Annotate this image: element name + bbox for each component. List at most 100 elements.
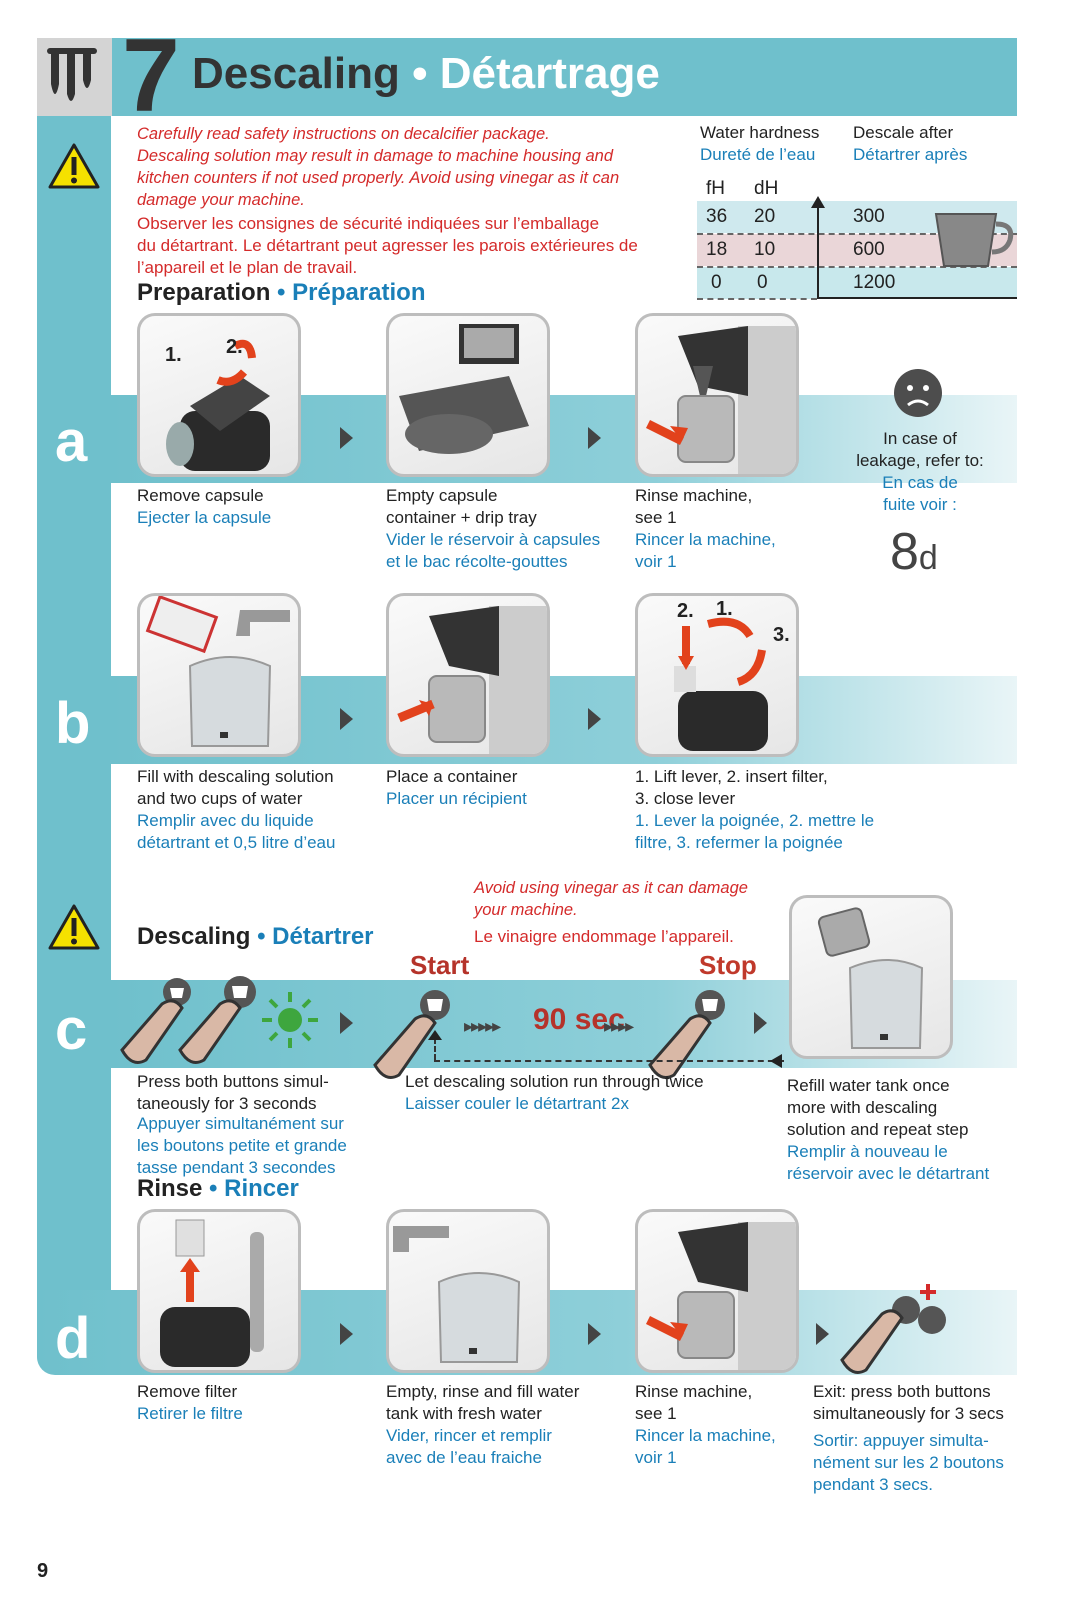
step-b1-en-line: and two cups of water	[137, 789, 303, 808]
leak-en: In case of leakage, refer to:	[840, 428, 1000, 472]
axis-arrow-icon	[811, 196, 825, 208]
step-c3-fr: Remplir à nouveau le réservoir avec le d…	[787, 1141, 989, 1185]
step-d3-fr-line: Rincer la machine,	[635, 1426, 776, 1445]
col-descale-after-fr: Détartrer après	[853, 145, 968, 164]
section-preparation-en: Preparation	[137, 279, 271, 306]
vinegar-warning-en: Avoid using vinegar as it can damage you…	[474, 877, 748, 921]
step-a1-en: Remove capsule	[137, 486, 264, 505]
repeat-arrow-icon	[428, 1030, 442, 1040]
warning-fr: Observer les consignes de sécurité indiq…	[137, 213, 682, 279]
arrow-right-icon	[340, 708, 353, 730]
stop-label: Stop	[699, 950, 757, 980]
step-b3-fr: 1. Lever la poignée, 2. mettre le filtre…	[635, 810, 874, 854]
table-divider	[697, 266, 1017, 268]
warning-en-line: Descaling solution may result in damage …	[137, 147, 614, 165]
step-d2-en-line: Empty, rinse and fill water	[386, 1382, 580, 1401]
warning-en: Carefully read safety instructions on de…	[137, 123, 682, 211]
arrow-right-icon	[340, 1323, 353, 1345]
step-c3-en-line: solution and repeat step	[787, 1120, 969, 1139]
section-separator: •	[277, 279, 286, 306]
step-d4-en-line: Exit: press both buttons	[813, 1382, 991, 1401]
chapter-number: 7	[122, 18, 180, 134]
step-a2-fr-line: et le bac récolte-gouttes	[386, 552, 568, 571]
table-row: 20	[754, 206, 776, 227]
title-fr: Détartrage	[439, 49, 660, 98]
section-rinse-fr: Rincer	[224, 1175, 299, 1202]
leak-en-line: In case of	[883, 429, 957, 448]
step-b3-en-line: 3. close lever	[635, 789, 736, 808]
row-letter-a: a	[55, 409, 88, 474]
col-descale-after-en: Descale after	[853, 123, 954, 142]
warning-fr-line: du détartrant. Le détartrant peut agress…	[137, 236, 638, 255]
finger-press-icon	[832, 1280, 952, 1385]
step-a3-fr-line: voir 1	[635, 552, 677, 571]
arrow-right-icon	[340, 427, 353, 449]
step-a3-en-line: see 1	[635, 508, 677, 527]
photo-remove-capsule	[137, 313, 301, 477]
step-c2-en: Let descaling solution run through twice	[405, 1072, 704, 1091]
step-number: 1.	[165, 344, 182, 366]
step-d4-fr: Sortir: appuyer simulta- nément sur les …	[813, 1430, 1004, 1496]
photo-rinse-machine-2	[635, 1209, 799, 1373]
table-row: 0	[757, 272, 768, 293]
step-b3-en-line: 1. Lift lever, 2. insert filter,	[635, 767, 828, 786]
step-c1-en-line: Press both buttons simul-	[137, 1072, 329, 1091]
step-d4-fr-line: nément sur les 2 boutons	[813, 1453, 1004, 1472]
step-a3-en: Rinse machine, see 1	[635, 485, 752, 529]
vinegar-en-line: your machine.	[474, 901, 578, 919]
row-letter-d: d	[55, 1306, 91, 1371]
sad-face-icon	[892, 367, 944, 424]
step-b1-en-line: Fill with descaling solution	[137, 767, 334, 786]
step-d3-en-line: Rinse machine,	[635, 1382, 753, 1401]
table-row: 0	[711, 272, 722, 293]
duration-label: 90 sec	[533, 1003, 625, 1036]
section-descaling-en: Descaling	[137, 923, 251, 950]
descaling-icon	[45, 44, 100, 110]
section-descaling-fr: Détartrer	[272, 923, 374, 950]
photo-empty-rinse-tank	[386, 1209, 550, 1373]
step-c3-fr-line: réservoir avec le détartrant	[787, 1164, 990, 1183]
title-en: Descaling	[192, 49, 400, 98]
left-cutout-1	[111, 116, 131, 395]
table-row: 1200	[853, 272, 896, 293]
step-b1-en: Fill with descaling solution and two cup…	[137, 766, 334, 810]
leak-ref-number: 8	[890, 523, 919, 581]
step-a2-en-line: Empty capsule	[386, 486, 498, 505]
photo-remove-filter	[137, 1209, 301, 1373]
arrow-right-icon	[588, 708, 601, 730]
step-c3-en: Refill water tank once more with descali…	[787, 1075, 968, 1141]
step-c3-en-line: more with descaling	[787, 1098, 938, 1117]
arrow-right-icon	[588, 427, 601, 449]
col-water-hardness-en: Water hardness	[700, 123, 820, 142]
photo-rinse-machine	[635, 313, 799, 477]
step-a1-fr: Ejecter la capsule	[137, 508, 272, 527]
vinegar-en-line: Avoid using vinegar as it can damage	[474, 879, 748, 897]
step-a2-fr-line: Vider le réservoir à capsules	[386, 530, 601, 549]
step-c1-fr-line: les boutons petite et grande	[137, 1136, 347, 1155]
warning-en-line: damage your machine.	[137, 191, 305, 209]
photo-insert-filter	[635, 593, 799, 757]
step-number: 3.	[773, 624, 790, 646]
step-d2-fr: Vider, rincer et remplir avec de l’eau f…	[386, 1425, 552, 1469]
step-a3-en-line: Rinse machine,	[635, 486, 753, 505]
step-d1-en: Remove filter	[137, 1382, 238, 1401]
step-a2-fr: Vider le réservoir à capsules et le bac …	[386, 529, 600, 573]
light-blinking-icon	[260, 990, 320, 1055]
table-axis	[817, 205, 819, 299]
section-preparation-fr: Préparation	[292, 279, 426, 306]
step-a3-fr-line: Rincer la machine,	[635, 530, 776, 549]
step-c1-en-line: taneously for 3 seconds	[137, 1094, 317, 1113]
vinegar-warning-fr: Le vinaigre endommage l’appareil.	[474, 927, 734, 946]
table-row: 10	[754, 239, 776, 260]
arrow-right-icon	[588, 1323, 601, 1345]
left-band	[37, 38, 111, 1374]
step-c2-fr: Laisser couler le détartrant 2x	[405, 1094, 629, 1113]
section-separator: •	[257, 923, 266, 950]
step-number: 1.	[716, 598, 733, 620]
step-d4-fr-line: Sortir: appuyer simulta-	[813, 1431, 989, 1450]
step-b1-fr: Remplir avec du liquide détartrant et 0,…	[137, 810, 335, 854]
step-c1-fr: Appuyer simultanément sur les boutons pe…	[137, 1113, 347, 1179]
step-a2-en-line: container + drip tray	[386, 508, 537, 527]
row-letter-c: c	[55, 997, 88, 1062]
step-c1-en: Press both buttons simul- taneously for …	[137, 1071, 329, 1115]
